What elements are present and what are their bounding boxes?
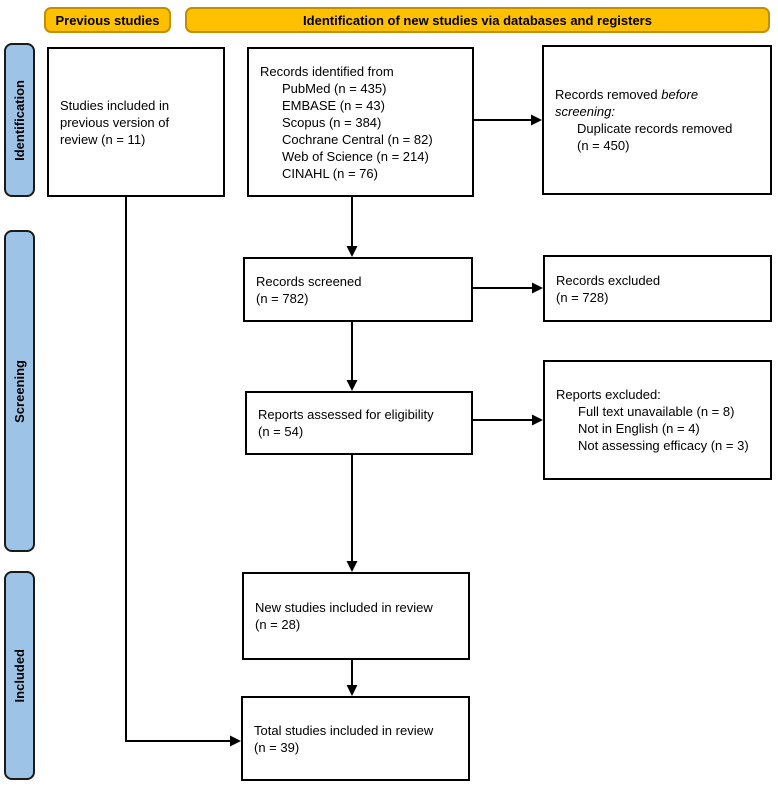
- box-text-line: Total studies included in review: [254, 722, 434, 738]
- header-identification-new-studies: Identification of new studies via databa…: [185, 7, 770, 33]
- box-records-excluded: Records excluded (n = 728): [543, 255, 772, 322]
- database-count-line: Scopus (n = 384): [282, 114, 382, 130]
- box-text-line: New studies included in review: [255, 600, 433, 615]
- stage-label-identification: Identification: [4, 43, 35, 197]
- box-text-line: (n = 39): [254, 739, 300, 755]
- box-text-segment: Records removed: [555, 87, 662, 102]
- box-title-line: Records identified from: [260, 63, 394, 79]
- box-text-line: (n = 450): [577, 138, 630, 153]
- stage-label-text: Identification: [12, 79, 27, 161]
- box-reports-assessed: Reports assessed for eligibility (n = 54…: [245, 391, 473, 455]
- box-records-identified: Records identified from PubMed (n = 435)…: [247, 47, 474, 197]
- box-text-line: (n = 28): [255, 617, 301, 632]
- box-total-studies-included: Total studies included in review (n = 39…: [241, 696, 470, 781]
- arrow-new-to-total-included: [346, 660, 358, 696]
- database-count-line: Web of Science (n = 214): [282, 148, 429, 164]
- box-text-line: (n = 728): [556, 289, 609, 305]
- arrow-screened-to-assessed: [346, 322, 358, 391]
- box-text-line: (n = 782): [256, 290, 309, 306]
- box-title-line: screening:: [555, 104, 615, 119]
- arrow-previous-to-total-included: [125, 197, 241, 747]
- box-title-line: Records removed before: [555, 86, 762, 103]
- box-text-line: Reports assessed for eligibility: [258, 407, 434, 422]
- exclusion-reason-line: Not in English (n = 4): [578, 421, 700, 436]
- exclusion-reason-line: Not assessing efficacy (n = 3): [578, 438, 749, 453]
- exclusion-reason-line: Full text unavailable (n = 8): [578, 404, 735, 419]
- database-count-line: PubMed (n = 435): [282, 80, 387, 96]
- box-previous-version-studies: Studies included in previous version of …: [47, 47, 225, 197]
- box-text-line: previous version of: [60, 114, 170, 130]
- stage-label-included: Included: [4, 571, 35, 780]
- box-text-line: Records excluded: [556, 272, 661, 288]
- stage-label-text: Screening: [12, 359, 27, 423]
- box-text-line: Duplicate records removed: [577, 121, 733, 136]
- box-records-screened: Records screened (n = 782): [243, 257, 473, 322]
- box-text-line: Studies included in: [60, 97, 170, 113]
- arrow-assessed-to-new-included: [346, 455, 358, 572]
- database-count-line: CINAHL (n = 76): [282, 165, 378, 181]
- arrow-screened-to-excluded: [473, 282, 543, 294]
- box-new-studies-included: New studies included in review (n = 28): [242, 572, 470, 660]
- box-text-line: (n = 54): [258, 424, 304, 439]
- box-text-line: review (n = 11): [60, 131, 146, 147]
- database-count-line: Cochrane Central (n = 82): [282, 131, 433, 147]
- box-title-line: Reports excluded:: [556, 387, 661, 402]
- stage-label-screening: Screening: [4, 230, 35, 552]
- box-text-line: Records screened: [256, 273, 362, 289]
- box-records-removed: Records removed before screening: Duplic…: [542, 45, 772, 195]
- box-reports-excluded: Reports excluded: Full text unavailable …: [543, 360, 772, 480]
- arrow-assessed-to-reports-excluded: [473, 414, 543, 426]
- arrow-identified-to-removed: [474, 114, 542, 126]
- stage-label-text: Included: [12, 648, 27, 703]
- database-count-line: EMBASE (n = 43): [282, 97, 385, 113]
- box-text-segment-italic: before: [661, 87, 699, 102]
- header-previous-studies: Previous studies: [44, 7, 171, 33]
- arrow-identified-to-screened: [346, 197, 358, 257]
